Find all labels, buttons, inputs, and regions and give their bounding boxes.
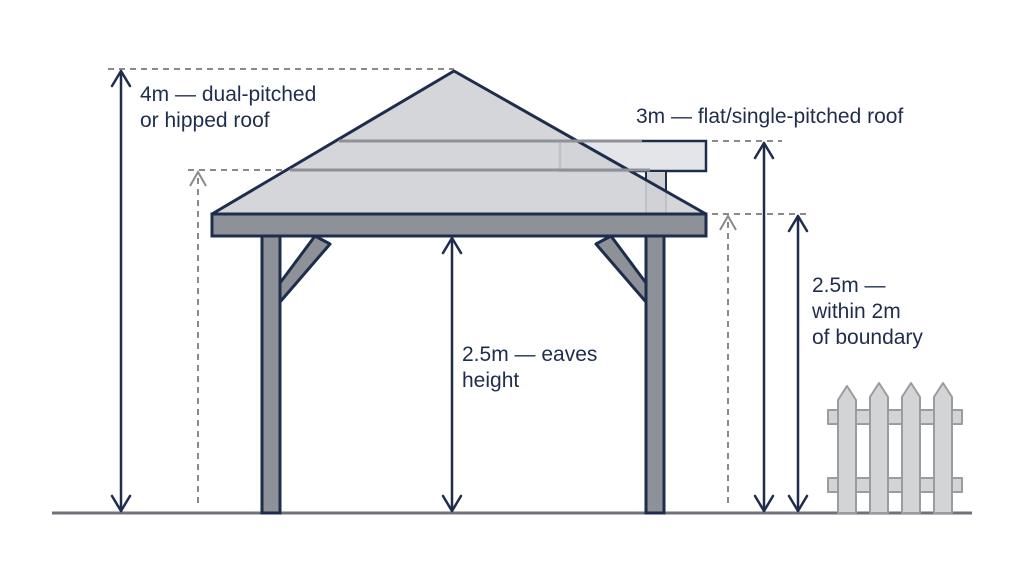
reference-dashed-lines [108, 68, 810, 508]
posts [260, 234, 666, 515]
eaves-height-label-line-1: 2.5m — eaves [462, 343, 598, 366]
left-brace [278, 234, 332, 304]
boundary-height-label-line-3: of boundary [812, 326, 923, 349]
boundary-height-label-line-2: within 2m [812, 300, 901, 323]
eaves-height-arrow [441, 236, 463, 513]
right-brace [594, 234, 648, 304]
fence-picket [901, 382, 921, 514]
boundary-height-label-line-1: 2.5m — [812, 274, 886, 297]
ridge-height-label-line-2: or hipped roof [140, 109, 270, 132]
braces [278, 234, 648, 304]
boundary-height-label: 2.5m — within 2m of boundary [812, 273, 923, 351]
ridge-height-arrow [110, 69, 132, 513]
eaves-left-arrowhead [189, 169, 207, 187]
eaves-beam [210, 212, 708, 238]
eaves-height-label-line-2: height [462, 369, 520, 392]
boundary-height-arrow [787, 214, 809, 513]
fence-picket [933, 382, 953, 514]
flat-roof-height-label: 3m — flat/single-pitched roof [636, 104, 903, 130]
right-post [644, 234, 666, 515]
left-post [260, 234, 282, 515]
fence-top-rail [827, 409, 963, 425]
boundary-left-arrowhead [719, 213, 737, 231]
dashed-arrowheads [189, 169, 737, 231]
fence-picket [869, 382, 889, 514]
flat-roof-height-label-text: 3m — flat/single-pitched roof [636, 105, 904, 128]
fence-picket [837, 385, 857, 514]
flat-roof-height-arrow [753, 141, 775, 513]
fence-bottom-rail [827, 477, 963, 493]
ridge-height-label-line-1: 4m — dual-pitched [140, 83, 317, 106]
eaves-height-label: 2.5m — eaves height [462, 342, 597, 394]
dimension-arrows [110, 69, 809, 513]
ridge-height-label: 4m — dual-pitched or hipped roof [140, 82, 316, 134]
boundary-fence [827, 382, 963, 514]
